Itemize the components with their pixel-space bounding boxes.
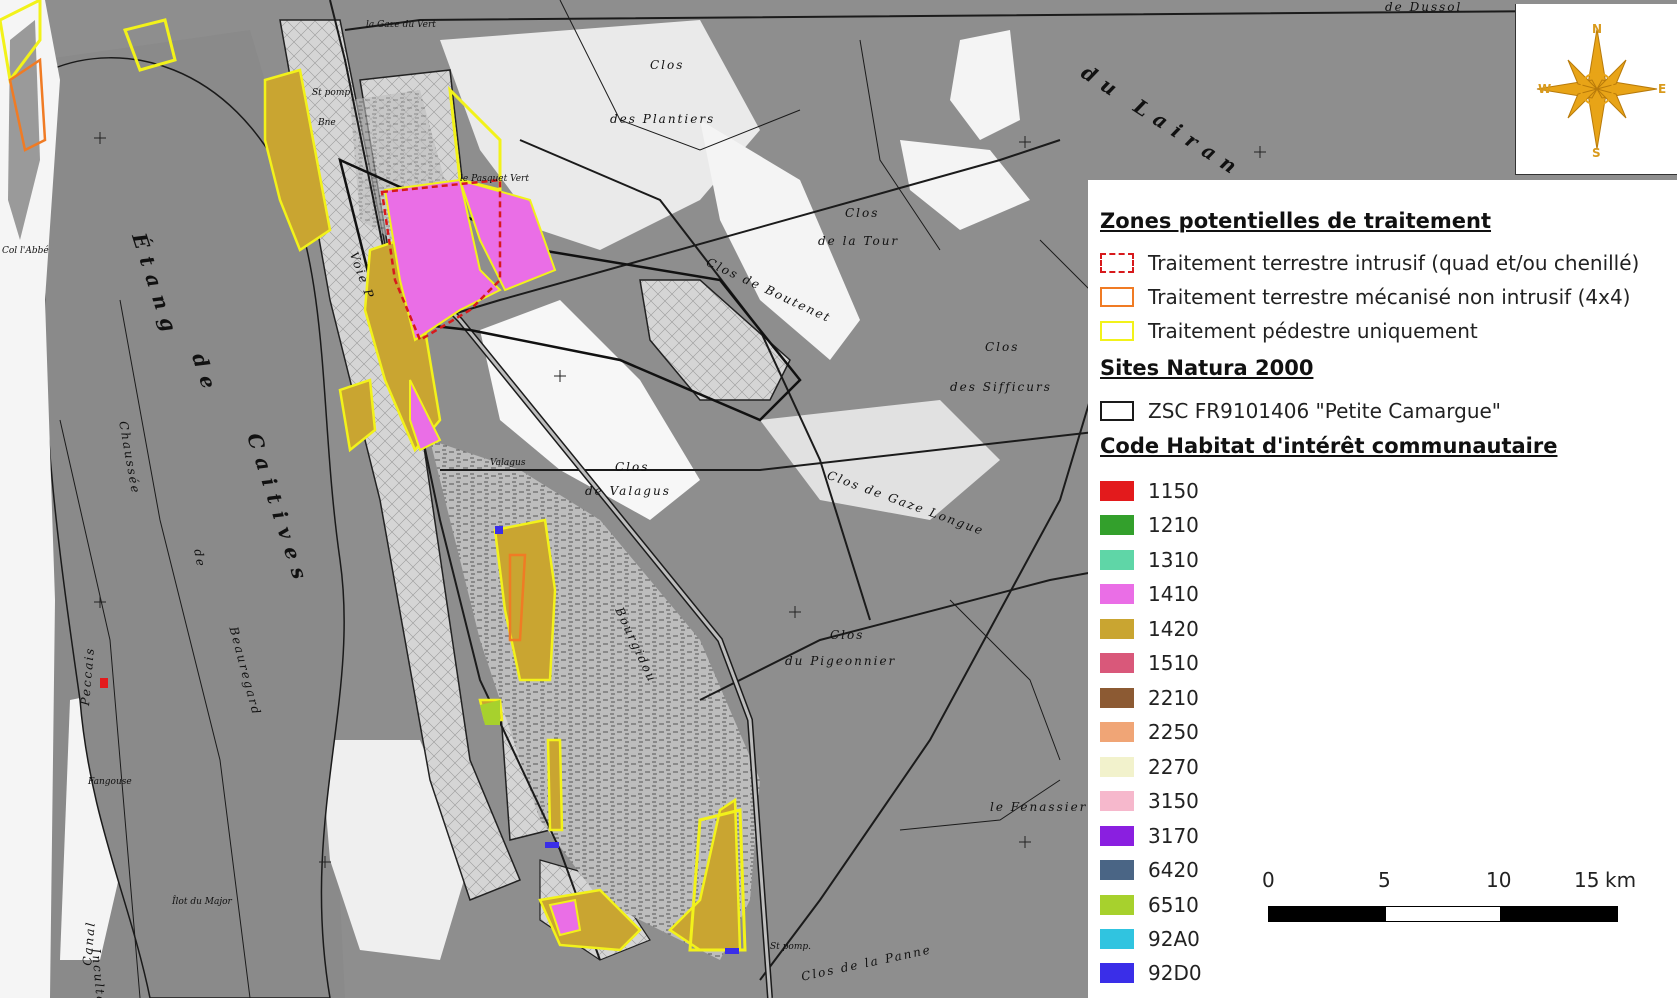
habitat-code: 1210 [1148, 513, 1199, 537]
legend-swatch [1100, 287, 1134, 307]
habitat-swatch [1100, 963, 1134, 983]
scale-unit-label: km [1605, 868, 1637, 892]
habitat-swatch [1100, 688, 1134, 708]
legend-item: Traitement pédestre uniquement [1100, 318, 1478, 344]
legend-label: Traitement pédestre uniquement [1148, 319, 1478, 343]
habitat-swatch [1100, 619, 1134, 639]
habitat-swatch [1100, 895, 1134, 915]
place-label: Clos [650, 58, 685, 72]
habitat-legend-item: 2270 [1100, 754, 1199, 780]
place-label: le Fenassier [990, 800, 1088, 814]
compass-east-label: E [1658, 82, 1667, 96]
map-legend: Zones potentielles de traitement Traitem… [1088, 180, 1677, 998]
habitat-legend-item: 6510 [1100, 892, 1199, 918]
place-label: de [191, 548, 209, 569]
habitat-code: 1150 [1148, 479, 1199, 503]
legend-label: Traitement terrestre intrusif (quad et/o… [1148, 251, 1640, 275]
place-label: Clos [830, 628, 865, 642]
habitat-swatch [1100, 929, 1134, 949]
scale-segment [1501, 906, 1618, 922]
habitat-legend-item: 6420 [1100, 857, 1199, 883]
habitat-code: 2250 [1148, 720, 1199, 744]
habitat-legend-item: 1150 [1100, 478, 1199, 504]
place-label: Fangouse [88, 777, 132, 787]
place-label: St pomp. [312, 88, 353, 98]
habitat-legend-item: 92D0 [1100, 960, 1202, 986]
habitat-swatch [1100, 757, 1134, 777]
habitat-code: 1410 [1148, 582, 1199, 606]
legend-label: ZSC FR9101406 "Petite Camargue" [1148, 399, 1502, 423]
place-label: de la Tour [818, 234, 900, 248]
legend-treatment-title: Zones potentielles de traitement [1100, 209, 1492, 233]
habitat-legend-item: 1420 [1100, 616, 1199, 642]
compass-south-label: S [1592, 146, 1601, 160]
habitat-legend-item: 2250 [1100, 719, 1199, 745]
compass-west-label: W [1538, 82, 1552, 96]
legend-habitat-title: Code Habitat d'intérêt communautaire [1100, 434, 1558, 458]
place-label: Valagus [490, 458, 526, 468]
scale-tick-label: 5 [1378, 868, 1391, 892]
place-label: des Sifficurs [950, 380, 1052, 394]
habitat-swatch [1100, 860, 1134, 880]
habitat-legend-item: 2210 [1100, 685, 1199, 711]
habitat-code: 1420 [1148, 617, 1199, 641]
legend-label: Traitement terrestre mécanisé non intrus… [1148, 285, 1631, 309]
scale-segment [1385, 906, 1501, 922]
scale-tick-label: 10 [1486, 868, 1512, 892]
place-label: du Pigeonnier [785, 654, 897, 668]
habitat-code: 3150 [1148, 789, 1199, 813]
place-label: Clos [845, 206, 880, 220]
place-label: de Valagus [585, 484, 671, 498]
habitat-code: 1510 [1148, 651, 1199, 675]
habitat-swatch [1100, 550, 1134, 570]
habitat-swatch [1100, 481, 1134, 501]
scale-segment [1268, 906, 1385, 922]
habitat-code: 1310 [1148, 548, 1199, 572]
habitat-legend-item: 3150 [1100, 788, 1199, 814]
habitat-swatch [1100, 791, 1134, 811]
habitat-code: 6420 [1148, 858, 1199, 882]
habitat-code: 6510 [1148, 893, 1199, 917]
place-label: des Plantiers [610, 112, 716, 126]
habitat-legend-item: 1510 [1100, 650, 1199, 676]
place-label: Clos [985, 340, 1020, 354]
north-arrow: N S E W [1515, 4, 1677, 175]
legend-swatch [1100, 321, 1134, 341]
habitat-legend-item: 1410 [1100, 581, 1199, 607]
habitat-swatch [1100, 515, 1134, 535]
place-label: Bne [318, 118, 336, 128]
habitat-code: 92D0 [1148, 961, 1202, 985]
habitat-legend-item: 1310 [1100, 547, 1199, 573]
place-label: Col l'Abbé [2, 246, 49, 256]
place-label: le Pasquet Vert [460, 174, 529, 184]
habitat-swatch [1100, 584, 1134, 604]
habitat-swatch [1100, 653, 1134, 673]
legend-item: Traitement terrestre intrusif (quad et/o… [1100, 250, 1639, 276]
place-label: la Gaze du Vert [366, 20, 436, 30]
legend-item: Traitement terrestre mécanisé non intrus… [1100, 284, 1630, 310]
habitat-legend-item: 3170 [1100, 823, 1199, 849]
place-label: St pomp. [770, 942, 811, 952]
scale-tick-label: 0 [1262, 868, 1275, 892]
place-label: de Dussol [1385, 0, 1463, 14]
habitat-code: 2210 [1148, 686, 1199, 710]
place-label: Îlot du Major [172, 897, 232, 907]
habitat-swatch [1100, 826, 1134, 846]
legend-swatch [1100, 253, 1134, 273]
compass-north-label: N [1592, 22, 1603, 36]
scale-bar: 0 5 10 15 km [1262, 868, 1636, 928]
habitat-code: 3170 [1148, 824, 1199, 848]
habitat-code: 2270 [1148, 755, 1199, 779]
habitat-legend-item: 92A0 [1100, 926, 1200, 952]
scale-tick-label: 15 [1574, 868, 1600, 892]
habitat-legend-item: 1210 [1100, 512, 1199, 538]
legend-swatch [1100, 401, 1134, 421]
habitat-swatch [1100, 722, 1134, 742]
place-label: Clos [615, 460, 650, 474]
legend-item: ZSC FR9101406 "Petite Camargue" [1100, 398, 1501, 424]
habitat-code: 92A0 [1148, 927, 1200, 951]
legend-natura-title: Sites Natura 2000 [1100, 356, 1314, 380]
compass-rose-icon [1536, 28, 1658, 150]
